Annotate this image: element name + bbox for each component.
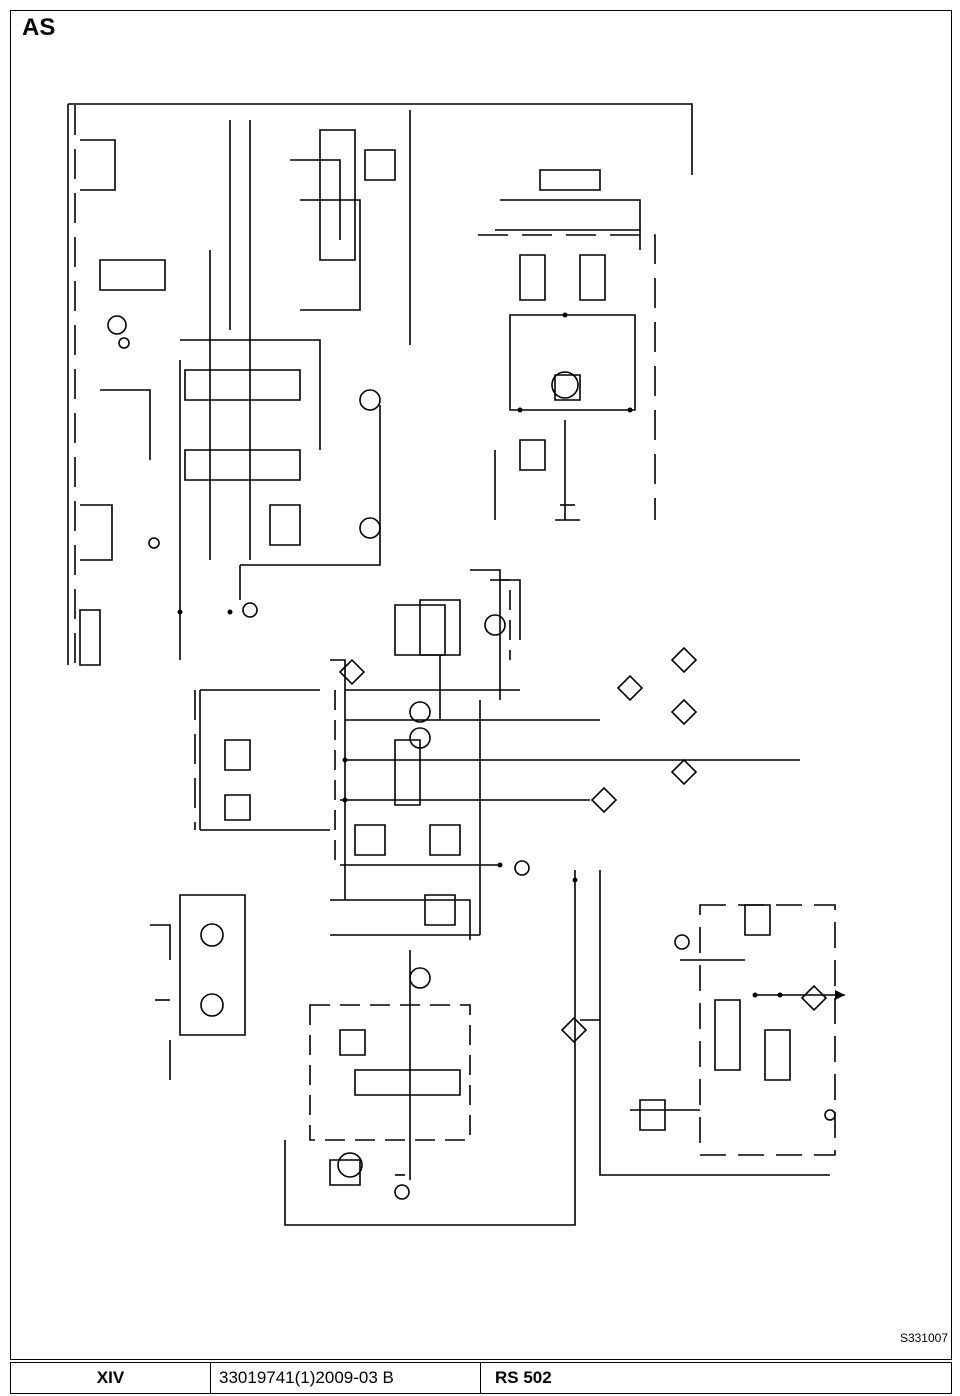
section-label: AS	[22, 14, 56, 41]
drawing-frame	[10, 10, 952, 1360]
model-name: RS 502	[495, 1368, 552, 1387]
title-strip: XIV 33019741(1)2009-03 B RS 502	[10, 1362, 952, 1394]
drawing-code: S331007	[899, 1331, 948, 1345]
page-number: XIV	[11, 1363, 211, 1393]
document-code: 33019741(1)2009-03 B	[211, 1363, 481, 1393]
